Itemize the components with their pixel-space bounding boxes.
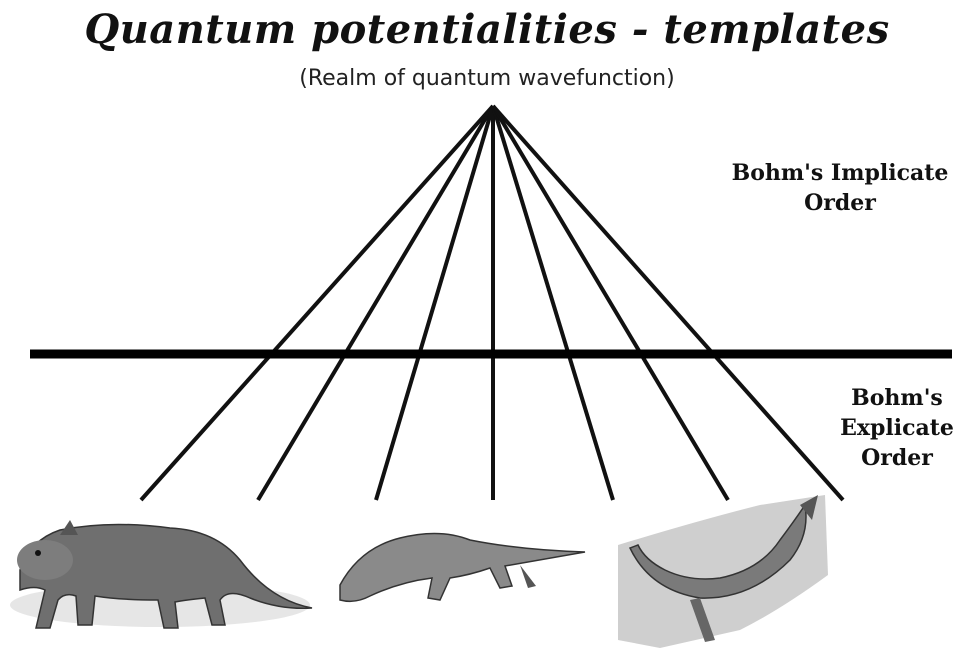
- early-whale-image: [339, 532, 586, 603]
- ray-7: [491, 104, 845, 502]
- whale-image: [618, 495, 828, 648]
- ray-1: [139, 104, 495, 502]
- implicate-order-label: Bohm's Implicate Order: [731, 160, 949, 216]
- diagram-subtitle: (Realm of quantum wavefunction): [299, 66, 675, 91]
- ray-3: [374, 105, 495, 501]
- ray-2: [256, 104, 495, 502]
- ancestor-mammal-image: [10, 520, 313, 629]
- ray-6: [491, 104, 730, 502]
- diagram-title: Quantum potentialities - templates: [84, 6, 890, 53]
- ray-5: [491, 105, 615, 501]
- explicate-order-label: Bohm's Explicate Order: [840, 385, 954, 471]
- radiating-lines: [139, 104, 845, 502]
